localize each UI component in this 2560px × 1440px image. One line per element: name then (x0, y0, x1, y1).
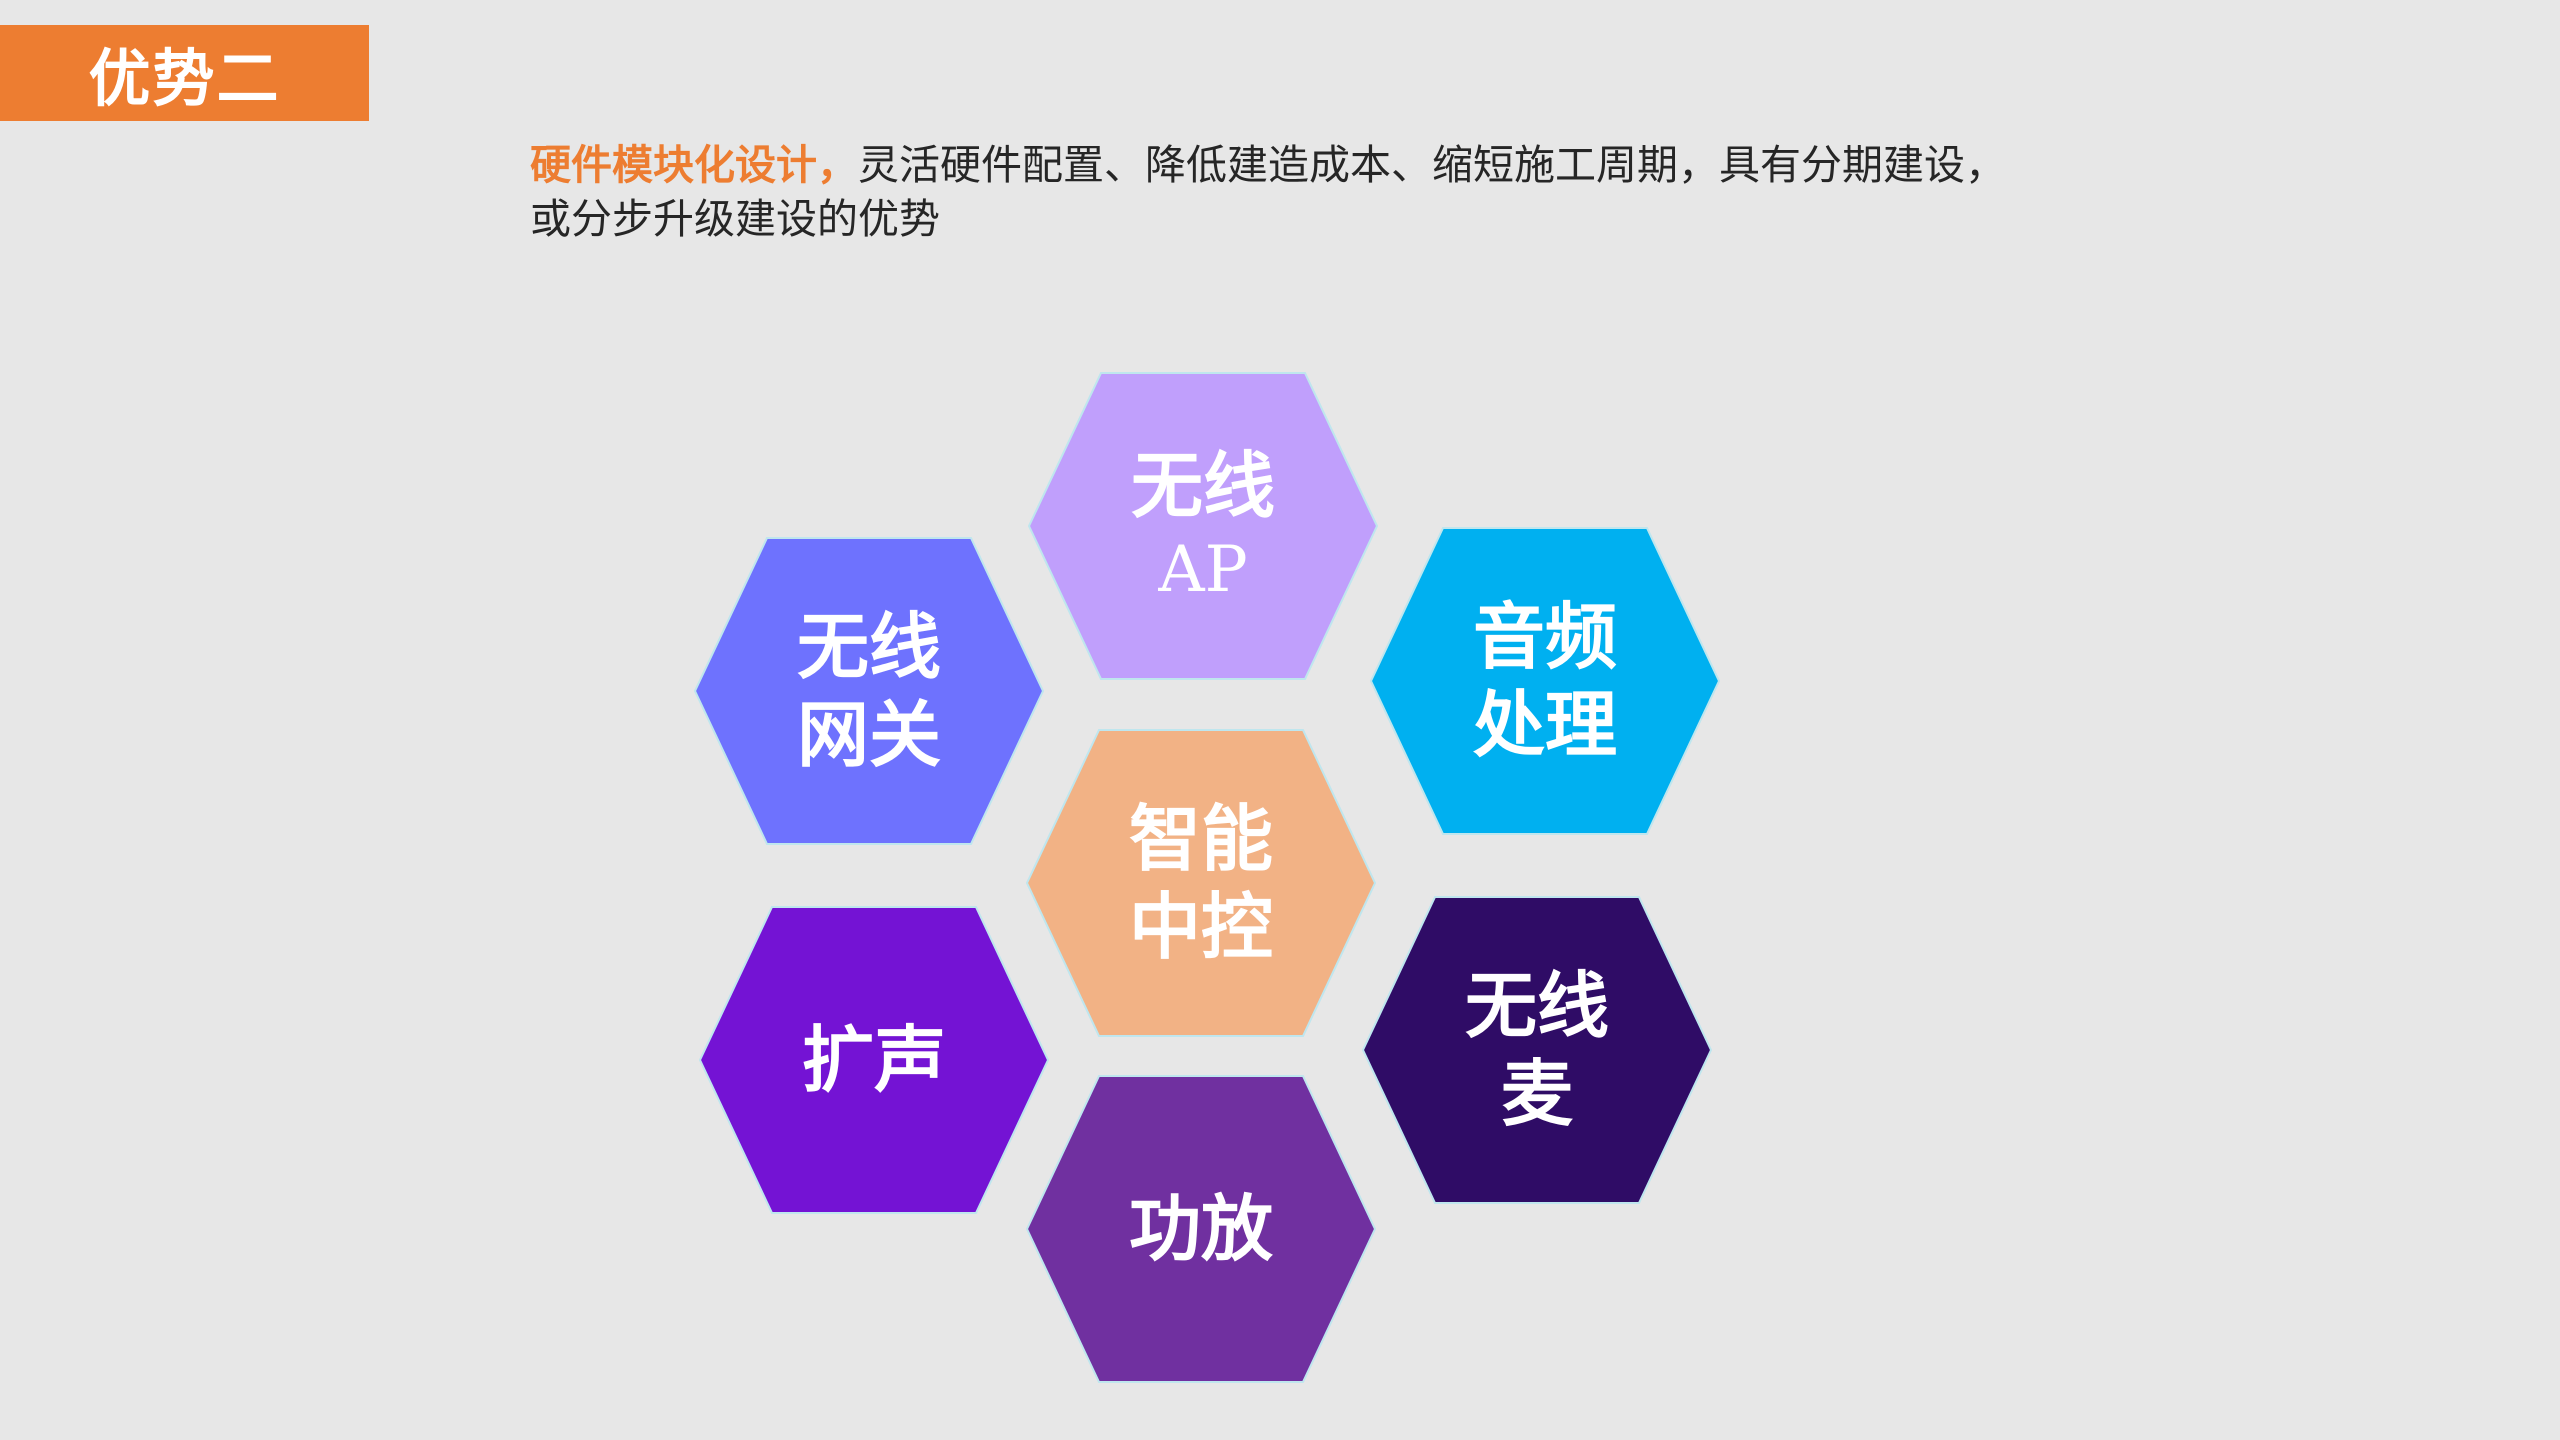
description-text: 灵活硬件配置、降低建造成本、缩短施工周期，具有分期建设，或分步升级建设的优势 (530, 141, 2006, 243)
hexagon-shape (1028, 372, 1378, 680)
hex-label-line1: 音频 (1472, 595, 1617, 679)
hexagon-shape (1026, 729, 1376, 1037)
hex-label-line2: AP (1158, 533, 1248, 607)
hex-label-line1: 无线 (1130, 444, 1275, 528)
section-title-badge: 优势二 (0, 25, 369, 121)
hex-label-line1: 无线 (1464, 964, 1609, 1048)
description-highlight: 硬件模块化设计， (530, 141, 858, 189)
hex-label-line1: 智能 (1128, 797, 1273, 881)
hexagon-shape (694, 537, 1044, 845)
hexagon-shape (699, 906, 1049, 1214)
hex-label-line2: 网关 (796, 693, 941, 777)
hex-wireless-gateway: 无线网关 (694, 537, 1044, 845)
hex-sound-reinforcement: 扩声 (699, 906, 1049, 1214)
hex-label-line1: 扩声 (801, 1018, 946, 1102)
hex-smart-control: 智能中控 (1026, 729, 1376, 1037)
hex-label-line1: 功放 (1128, 1187, 1273, 1271)
description: 硬件模块化设计，灵活硬件配置、降低建造成本、缩短施工周期，具有分期建设，或分步升… (530, 138, 2040, 246)
hexagon-shape (1026, 1075, 1376, 1383)
hex-amplifier: 功放 (1026, 1075, 1376, 1383)
hexagon-shape (1362, 896, 1712, 1204)
hex-wireless-mic: 无线麦 (1362, 896, 1712, 1204)
hex-audio-processing: 音频处理 (1370, 527, 1720, 835)
hex-label-line2: 中控 (1128, 885, 1273, 969)
hex-label-line2: 麦 (1500, 1052, 1573, 1136)
hex-label-line2: 处理 (1472, 683, 1617, 767)
hex-label-line1: 无线 (796, 605, 941, 689)
hexagon-shape (1370, 527, 1720, 835)
section-title: 优势二 (88, 42, 281, 115)
